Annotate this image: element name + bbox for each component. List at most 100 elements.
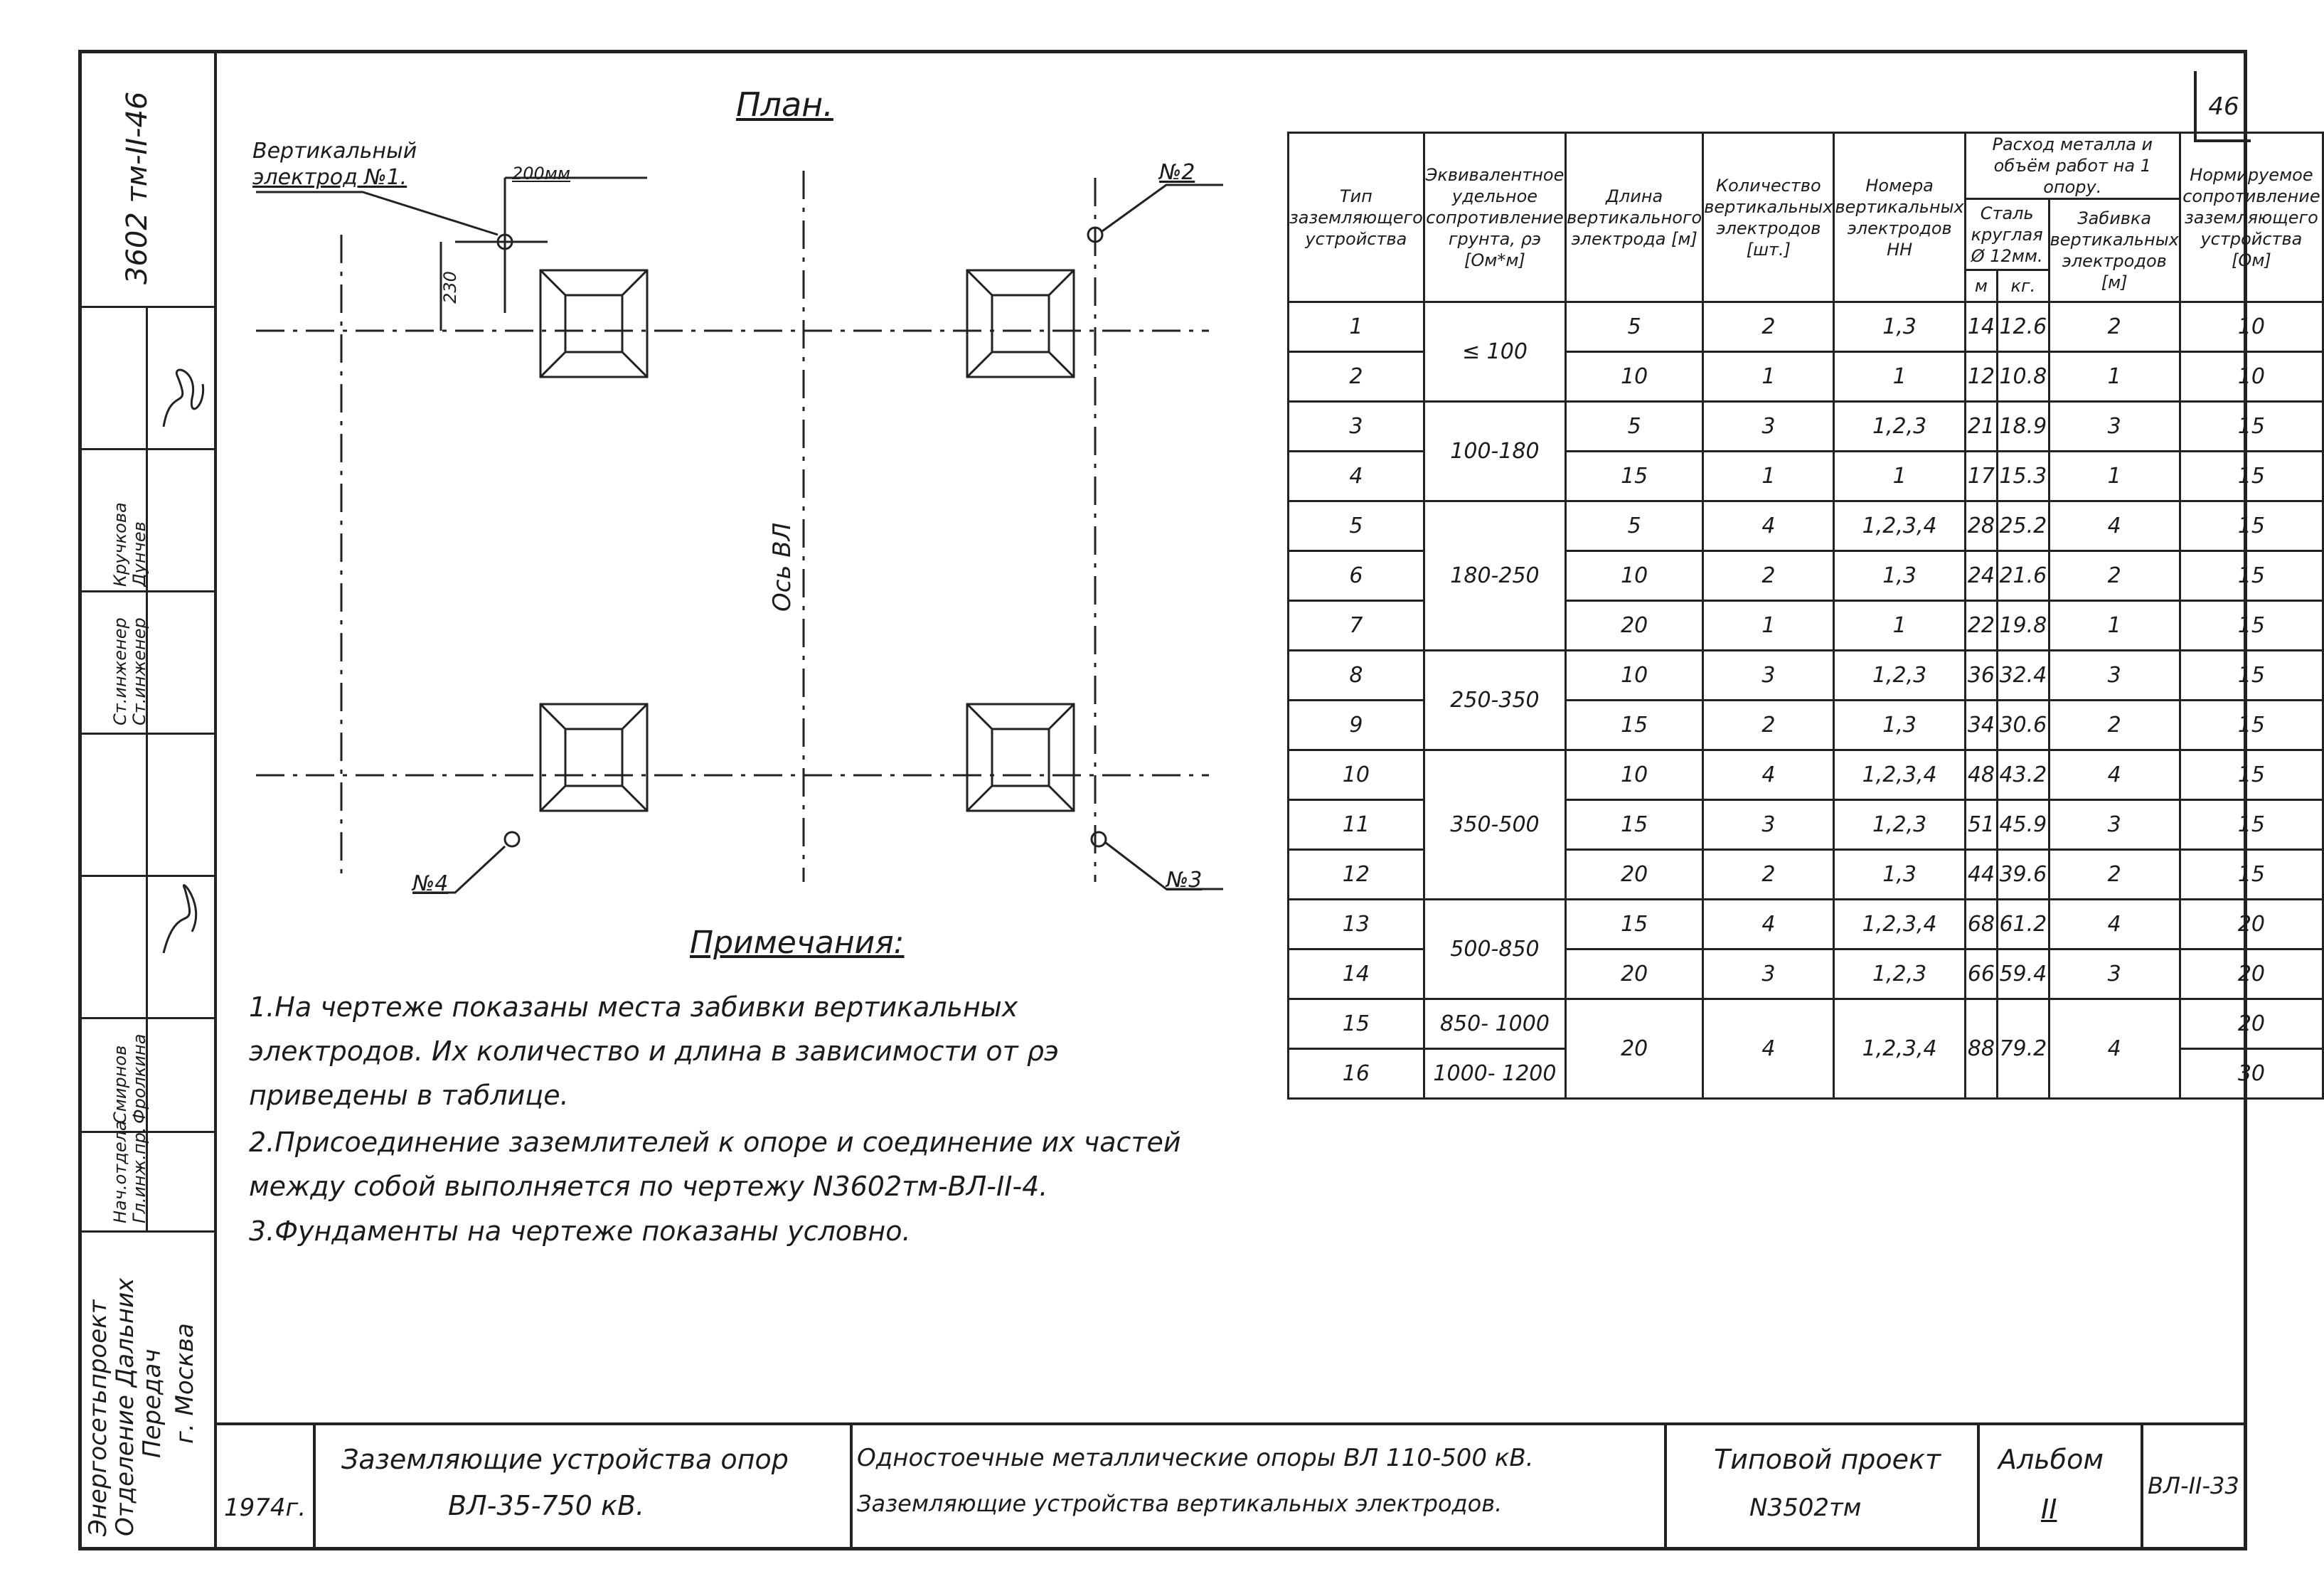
electrode-3 [1090,831,1107,848]
cell-count: 3 [1702,948,1835,1000]
project-line-1: Типовой проект [1714,1444,1941,1475]
header-type: Тип заземляющего устройства [1287,132,1425,303]
cell-m: 66 [1963,948,1999,1000]
role-4: Ст.инженер [129,617,149,725]
cell-resistance: 15 [2178,600,2324,651]
cell-resistance: 15 [2178,450,2324,502]
cell-m: 12 [1963,351,1999,403]
cell-type: 12 [1287,848,1425,900]
cell-m: 17 [1963,450,1999,502]
cell-nums: 1 [1833,600,1966,651]
note-2: 2.Присоединение заземлителей к опоре и с… [249,1127,1181,1202]
cell-length: 10 [1565,550,1705,602]
foundation-top-right [966,269,1075,378]
cell-type: 2 [1287,351,1425,403]
cell-count: 4 [1702,500,1835,552]
notes-title: Примечания: [690,925,905,961]
cell-nums: 1,2,3,4 [1833,749,1966,801]
cell-drive: 3 [2047,400,2181,452]
cell-count: 4 [1702,749,1835,801]
cell-resistance: 15 [2178,500,2324,552]
cell-nums: 1,2,3,4 [1833,998,1966,1100]
header-m: м [1963,269,1999,303]
cell-nums: 1,2,3 [1833,400,1966,452]
foundation-bottom-right [966,703,1075,812]
dim-200: 200мм [512,164,571,183]
cell-resistance: 15 [2178,848,2324,900]
note-3: 3.Фундаменты на чертеже показаны условно… [249,1215,911,1247]
electrode-2-label: №2 [1159,160,1195,185]
cell-count: 1 [1702,600,1835,651]
signature-2 [162,884,198,954]
project-line-2: N3502тм [1749,1494,1862,1522]
cell-rho: ≤ 100 [1422,301,1567,403]
cell-type: 13 [1287,898,1425,950]
cell-count: 2 [1702,699,1835,751]
cell-count: 3 [1702,799,1835,851]
cell-resistance: 15 [2178,799,2324,851]
year: 1974г. [224,1494,307,1522]
cell-resistance: 15 [2178,749,2324,801]
cell-length: 10 [1565,649,1705,701]
cell-m: 44 [1963,848,1999,900]
org-3: Передач [138,1348,166,1458]
cell-nums: 1,2,3,4 [1833,500,1966,552]
drawing-code: 3602 тм-II-46 [121,91,154,284]
cell-nums: 1 [1833,450,1966,502]
cell-m: 68 [1963,898,1999,950]
cell-m: 21 [1963,400,1999,452]
cell-nums: 1 [1833,351,1966,403]
cell-rho: 180-250 [1422,500,1567,651]
cell-drive: 2 [2047,301,2181,353]
cell-nums: 1,3 [1833,550,1966,602]
cell-drive: 4 [2047,500,2181,552]
desc-line-2: Заземляющие устройства вертикальных элек… [857,1490,1503,1517]
cell-length: 20 [1565,948,1705,1000]
name-4: Дунчев [129,521,149,587]
cell-rho: 1000- 1200 [1422,1048,1567,1100]
cell-count: 3 [1702,400,1835,452]
cell-type: 4 [1287,450,1425,502]
cell-nums: 1,2,3 [1833,799,1966,851]
cell-nums: 1,2,3,4 [1833,898,1966,950]
cell-kg: 15.3 [1996,450,2050,502]
cell-length: 5 [1565,500,1705,552]
cell-m: 34 [1963,699,1999,751]
cell-resistance: 15 [2178,400,2324,452]
cell-count: 2 [1702,301,1835,353]
cell-nums: 1,2,3 [1833,948,1966,1000]
cell-kg: 39.6 [1996,848,2050,900]
cell-type: 11 [1287,799,1425,851]
header-drive: Забивка вертикальных электродов [м] [2047,198,2181,303]
cell-count: 3 [1702,649,1835,701]
foundation-top-left [539,269,649,378]
note-1: 1.На чертеже показаны места забивки верт… [249,991,1059,1111]
cell-kg: 45.9 [1996,799,2050,851]
cell-type: 10 [1287,749,1425,801]
sheet-number: 46 [2194,71,2251,142]
cell-count: 4 [1702,998,1835,1100]
cell-drive: 4 [2047,898,2181,950]
electrode-label: Вертикальный [252,139,417,164]
signature-1 [162,368,205,427]
cell-type: 6 [1287,550,1425,602]
cell-m: 22 [1963,600,1999,651]
org-2: Отделение Дальних [111,1277,139,1536]
cell-length: 20 [1565,848,1705,900]
album-line-1: Альбом [1998,1444,2104,1475]
header-resistance: Нормируемое сопротивление заземляющего у… [2178,132,2324,303]
cell-drive: 3 [2047,948,2181,1000]
cell-nums: 1,3 [1833,848,1966,900]
cell-drive: 1 [2047,351,2181,403]
cell-drive: 4 [2047,749,2181,801]
cell-count: 2 [1702,550,1835,602]
cell-resistance: 15 [2178,699,2324,751]
desc-line-1: Одностоечные металлические опоры ВЛ 110-… [857,1444,1534,1472]
